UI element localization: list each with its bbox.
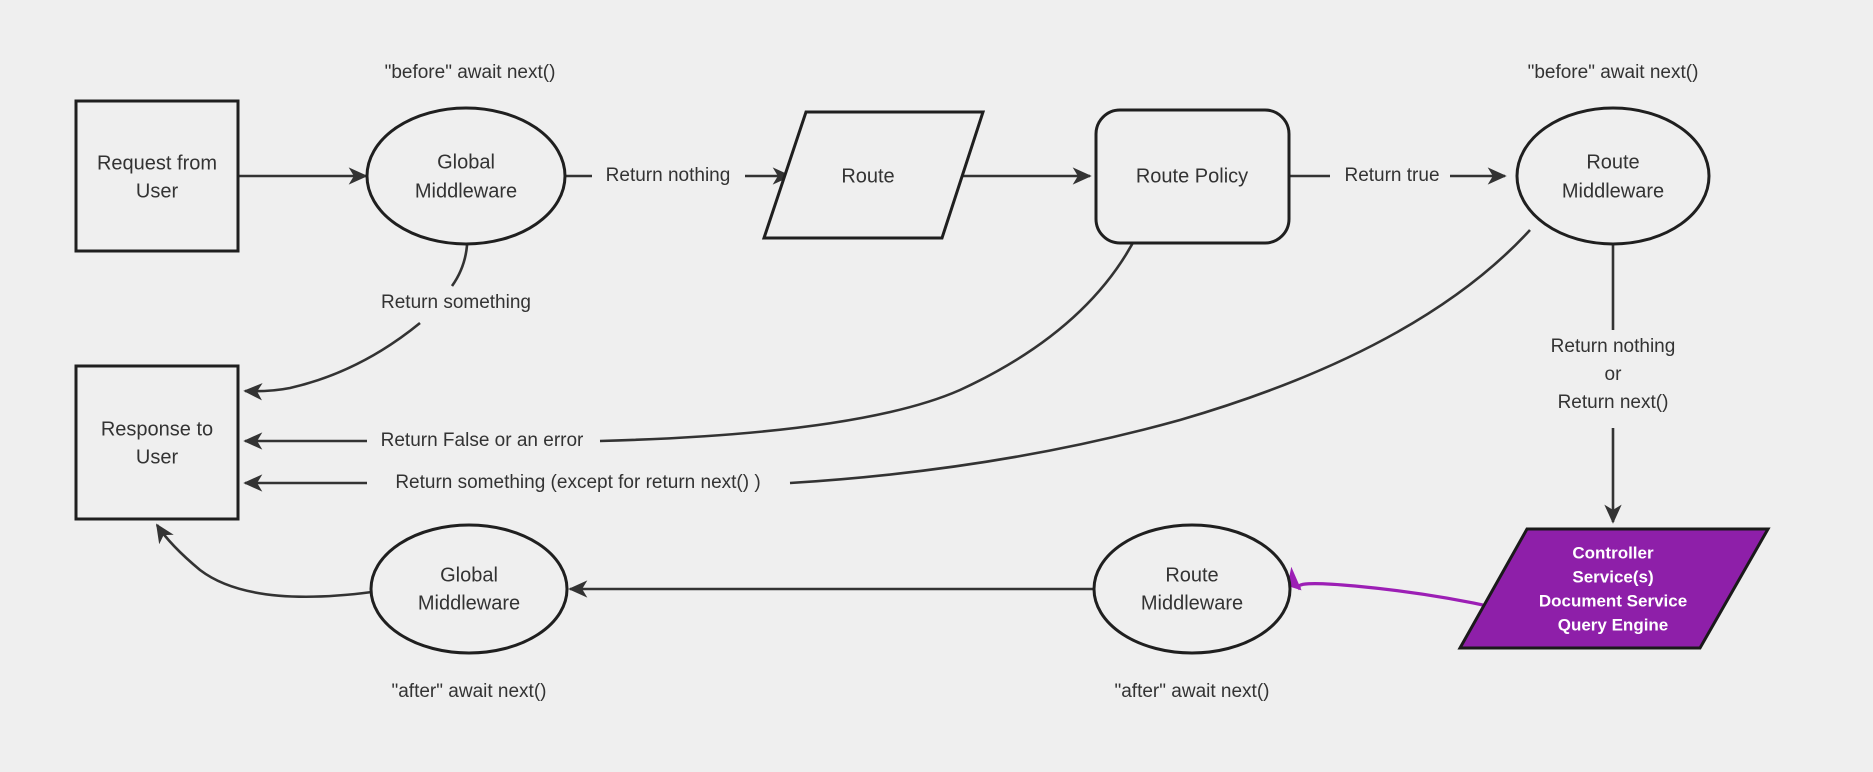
node-route-middleware-bottom-line1: Route: [1165, 564, 1218, 586]
node-route-middleware-top-line2: Middleware: [1562, 180, 1664, 202]
node-response-to-user[interactable]: [74, 364, 240, 521]
node-request-from-user-line2: User: [136, 180, 179, 202]
edge-label-return-something: Return something: [381, 292, 531, 313]
node-route-policy-label: Route Policy: [1136, 165, 1248, 187]
node-controller-line3: Document Service: [1539, 591, 1687, 610]
node-route-middleware-bottom[interactable]: [1092, 523, 1292, 655]
node-route-middleware-top-line1: Route: [1586, 151, 1639, 173]
edge-route-middleware-to-label-except: [789, 229, 1531, 485]
edge-gm-return-something-to-response: [243, 321, 421, 401]
annotation-after-await-next-left: "after" await next(): [392, 681, 547, 702]
edge-controller-to-route-middleware-bottom: [1277, 566, 1498, 610]
node-response-to-user-line1: Response to: [101, 418, 213, 440]
annotation-before-await-next-right: "before" await next(): [1528, 62, 1699, 83]
node-global-middleware-bottom-line1: Global: [440, 564, 498, 586]
node-global-middleware-top[interactable]: [365, 106, 567, 246]
edge-label-return-nothing: Return nothing: [606, 165, 731, 186]
node-route-middleware-top[interactable]: [1515, 106, 1711, 246]
node-controller-services[interactable]: [1457, 527, 1771, 650]
node-global-middleware-top-line1: Global: [437, 151, 495, 173]
node-global-middleware-bottom-line2: Middleware: [418, 592, 520, 614]
node-request-from-user[interactable]: [74, 99, 240, 253]
annotation-after-await-next-right: "after" await next(): [1115, 681, 1270, 702]
node-controller-line1: Controller: [1572, 543, 1654, 562]
annotation-before-await-next-left: "before" await next(): [385, 62, 556, 83]
edge-label-return-true: Return true: [1344, 165, 1439, 186]
node-response-to-user-line2: User: [136, 446, 179, 468]
node-global-middleware-bottom[interactable]: [369, 523, 569, 655]
node-controller-line4: Query Engine: [1558, 615, 1669, 634]
edge-label-return-false-or-error: Return False or an error: [381, 430, 584, 451]
edge-label-return-nothing-or-next-l3: Return next(): [1558, 392, 1669, 413]
node-route-policy[interactable]: [1094, 108, 1291, 245]
node-request-from-user-line1: Request from: [97, 152, 217, 174]
edge-label-return-something-except: Return something (except for return next…: [395, 472, 760, 493]
node-global-middleware-top-line2: Middleware: [415, 180, 517, 202]
edge-global-middleware-bottom-to-response: [155, 523, 373, 599]
node-route-middleware-bottom-line2: Middleware: [1141, 592, 1243, 614]
node-route-label: Route: [841, 165, 894, 187]
node-route[interactable]: [761, 110, 986, 240]
edge-label-return-nothing-or-next-l2: or: [1605, 364, 1623, 385]
edge-label-return-nothing-or-next-l1: Return nothing: [1551, 336, 1676, 357]
edge-route-policy-to-label-false: [599, 232, 1140, 443]
node-controller-line2: Service(s): [1572, 567, 1653, 586]
